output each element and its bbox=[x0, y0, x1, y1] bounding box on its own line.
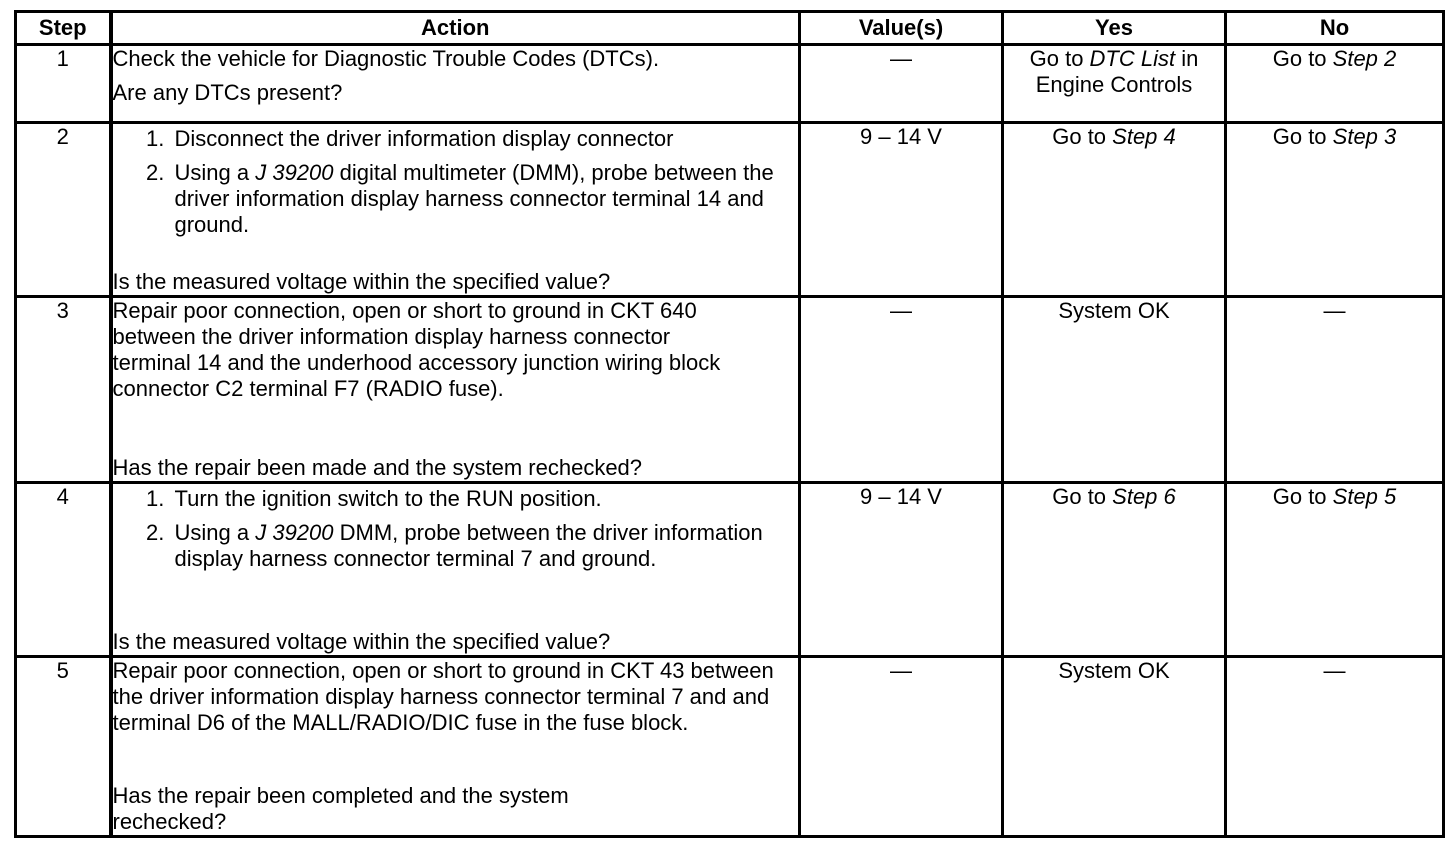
value-text: 9 – 14 V bbox=[860, 484, 942, 509]
step-number: 3 bbox=[14, 295, 113, 484]
no-cell: — bbox=[1224, 295, 1445, 484]
yes-cell: System OK bbox=[1001, 295, 1227, 484]
action-cell: Repair poor connection, open or short to… bbox=[109, 655, 801, 838]
step-number: 4 bbox=[14, 481, 113, 658]
no-reference: Step 5 bbox=[1332, 484, 1397, 509]
tool-reference: J 39200 bbox=[255, 160, 334, 185]
value-cell: 9 – 14 V bbox=[798, 481, 1004, 658]
table-row: 2 Disconnect the driver information disp… bbox=[14, 121, 1445, 298]
yes-reference: Step 6 bbox=[1112, 484, 1176, 509]
action-question: Are any DTCs present? bbox=[112, 80, 343, 105]
yes-cell: System OK bbox=[1001, 655, 1227, 838]
action-cell: Disconnect the driver information displa… bbox=[109, 121, 801, 298]
tool-reference: J 39200 bbox=[255, 520, 334, 545]
action-question: Is the measured voltage within the speci… bbox=[112, 629, 611, 654]
header-step: Step bbox=[14, 10, 113, 46]
substep: Disconnect the driver information displa… bbox=[171, 126, 799, 152]
substep: Turn the ignition switch to the RUN posi… bbox=[171, 486, 799, 512]
value-cell: — bbox=[798, 43, 1004, 124]
no-cell: Go to Step 5 bbox=[1224, 481, 1445, 658]
header-no: No bbox=[1224, 10, 1445, 46]
no-cell: Go to Step 2 bbox=[1224, 43, 1445, 124]
value-text: 9 – 14 V bbox=[860, 124, 942, 149]
value-text: — bbox=[890, 298, 912, 323]
action-question: Is the measured voltage within the speci… bbox=[112, 269, 611, 294]
substep-list: Turn the ignition switch to the RUN posi… bbox=[113, 486, 799, 572]
action-text: Check the vehicle for Diagnostic Trouble… bbox=[112, 46, 660, 71]
yes-reference: Step 4 bbox=[1112, 124, 1176, 149]
value-text: — bbox=[890, 46, 912, 71]
no-cell: — bbox=[1224, 655, 1445, 838]
yes-cell: Go to DTC List in Engine Controls bbox=[1001, 43, 1227, 124]
action-cell: Turn the ignition switch to the RUN posi… bbox=[109, 481, 801, 658]
action-question: Has the repair been completed and the sy… bbox=[112, 783, 569, 834]
substep-list: Disconnect the driver information displa… bbox=[113, 126, 799, 238]
header-values: Value(s) bbox=[798, 10, 1004, 46]
action-cell: Check the vehicle for Diagnostic Trouble… bbox=[109, 43, 801, 124]
substep: Using a J 39200 DMM, probe between the d… bbox=[171, 520, 799, 572]
value-cell: 9 – 14 V bbox=[798, 121, 1004, 298]
step-number: 2 bbox=[14, 121, 113, 298]
value-text: — bbox=[890, 658, 912, 683]
action-question: Has the repair been made and the system … bbox=[112, 455, 643, 480]
table-row: 1 Check the vehicle for Diagnostic Troub… bbox=[14, 43, 1445, 124]
no-cell: Go to Step 3 bbox=[1224, 121, 1445, 298]
action-text: Repair poor connection, open or short to… bbox=[112, 298, 721, 401]
action-text: Repair poor connection, open or short to… bbox=[112, 658, 774, 735]
value-cell: — bbox=[798, 295, 1004, 484]
header-action: Action bbox=[109, 10, 801, 46]
step-number: 5 bbox=[14, 655, 113, 838]
no-reference: Step 2 bbox=[1332, 46, 1397, 71]
yes-cell: Go to Step 6 bbox=[1001, 481, 1227, 658]
table-row: 3 Repair poor connection, open or short … bbox=[14, 295, 1445, 484]
table-row: 4 Turn the ignition switch to the RUN po… bbox=[14, 481, 1445, 658]
substep: Using a J 39200 digital multimeter (DMM)… bbox=[171, 160, 799, 238]
table-row: 5 Repair poor connection, open or short … bbox=[14, 655, 1445, 838]
step-number: 1 bbox=[14, 43, 113, 124]
yes-cell: Go to Step 4 bbox=[1001, 121, 1227, 298]
header-yes: Yes bbox=[1001, 10, 1227, 46]
yes-reference: DTC List bbox=[1089, 46, 1176, 71]
header-row: Step Action Value(s) Yes No bbox=[14, 10, 1445, 46]
no-reference: Step 3 bbox=[1332, 124, 1397, 149]
action-cell: Repair poor connection, open or short to… bbox=[109, 295, 801, 484]
diagnostic-table: Step Action Value(s) Yes No 1 Check the … bbox=[14, 10, 1445, 838]
value-cell: — bbox=[798, 655, 1004, 838]
